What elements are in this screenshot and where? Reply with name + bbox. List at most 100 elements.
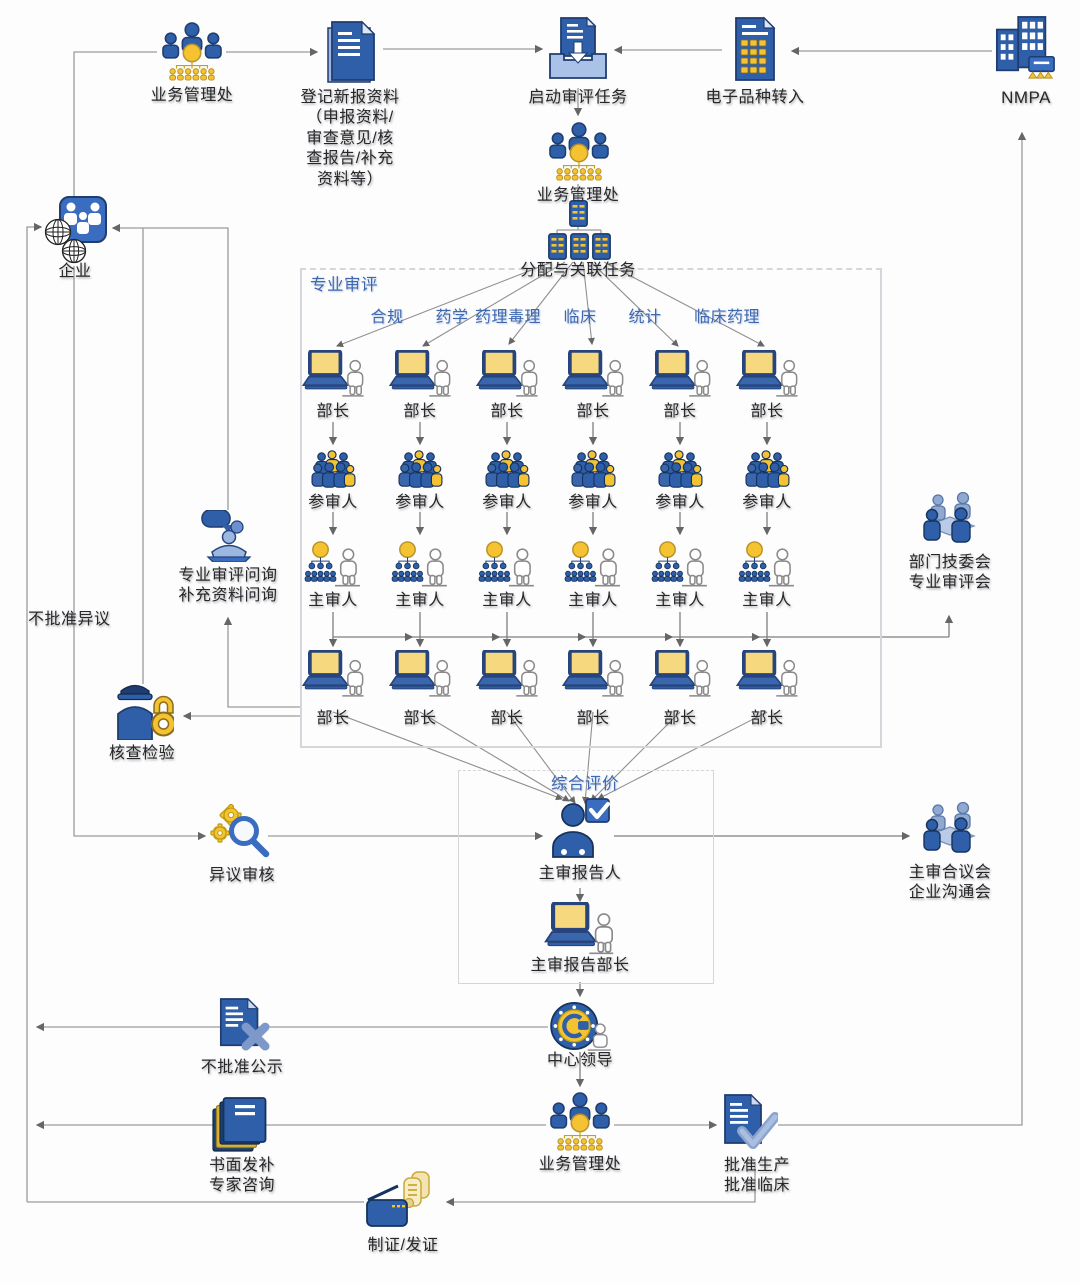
chief-reviewer-label: 主审人 [742,592,792,609]
laptop-person-icon [562,650,624,700]
leader-badge-icon [549,1000,611,1052]
minister-label: 部长 [576,403,610,420]
chief-reviewer-label: 主审人 [568,592,618,609]
people-group-icon [546,122,612,182]
chief-reviewer-icon [304,540,362,590]
electronic-transfer-label: 电子品种转入 [705,89,805,106]
biz-office-mid-label: 业务管理处 [536,187,620,204]
laptop-person-icon [302,350,364,400]
fanin-to-rapporteur [332,711,768,805]
minister-label: 部长 [663,710,697,727]
laptop-person-icon [389,650,451,700]
minister-label: 部长 [750,403,784,420]
task-card-icon [592,233,611,260]
reviewer-label: 参审人 [395,494,445,511]
written-supplement-label: 书面发补 专家咨询 [208,1157,276,1195]
enterprise-label: 企业 [58,263,92,280]
objection-review-label: 异议审核 [208,867,276,884]
enterprise-icon [44,196,108,266]
chief-rapporteur-label: 主审报告人 [538,865,622,882]
inspection-label: 核查检验 [108,745,176,762]
chief-reviewer-label: 主审人 [395,592,445,609]
building-icon [992,14,1058,82]
review-box-title: 专业审评 [310,276,378,294]
evaluation-connectors [575,831,911,1088]
task-card-icon [570,233,589,260]
chief-reviewer-label: 主审人 [482,592,532,609]
assign-task-tree [556,184,602,233]
minister-label: 部长 [403,710,437,727]
people-group-icon [159,22,225,82]
inquiry-icon [200,510,256,562]
chief-reviewer-icon [478,540,536,590]
chief-reviewer-icon [391,540,449,590]
laptop-person-icon [389,350,451,400]
chief-reviewer-label: 主审人 [655,592,705,609]
specialty-label: 统计 [628,309,662,326]
professional-review-box [300,268,882,748]
rapporteur-minister-label: 主审报告部长 [530,957,630,974]
document-icon [320,20,380,84]
laptop-person-icon [649,350,711,400]
tech-committee-label: 部门技委会 专业审评会 [908,554,992,592]
center-leader-label: 中心领导 [546,1052,614,1069]
document-grid-icon [726,16,784,82]
document-check-icon [722,1094,778,1152]
meeting-icon [918,492,982,550]
specialty-label: 临床 [563,309,597,326]
biz-office-bottom-label: 业务管理处 [538,1156,622,1173]
crowd-icon [744,450,790,490]
laptop-person-icon [538,902,620,958]
comprehensive-evaluation-box [458,770,714,984]
task-card-icon [548,233,567,260]
review-column-connectors [328,422,954,648]
laptop-person-icon [476,650,538,700]
meeting-icon [918,802,982,860]
laptop-person-icon [476,350,538,400]
chief-reviewer-label: 主审人 [308,592,358,609]
reviewer-label: 参审人 [568,494,618,511]
start-review-label: 启动审评任务 [528,89,628,106]
left-loop-connectors [26,222,548,1202]
chief-reviewer-icon [651,540,709,590]
task-card-icon [569,200,588,227]
approval-connectors [27,131,1027,1207]
person-check-icon [549,798,611,858]
specialty-label: 药学 [435,309,469,326]
certificate-label: 制证/发证 [367,1237,439,1254]
minister-label: 部长 [490,403,524,420]
reviewer-label: 参审人 [742,494,792,511]
reviewer-label: 参审人 [308,494,358,511]
register-docs-label: 登记新报资料（申报资料/审查意见/核查报告/补充资料等） [300,89,400,188]
people-group-icon [547,1092,613,1152]
evaluation-box-title: 综合评价 [551,775,619,793]
laptop-person-icon [649,650,711,700]
minister-label: 部长 [316,403,350,420]
document-download-icon [546,16,610,82]
reviewer-label: 参审人 [482,494,532,511]
laptop-person-icon [736,650,798,700]
inspector-lock-icon [112,682,174,740]
chief-reviewer-icon [738,540,796,590]
crowd-icon [484,450,530,490]
stacked-documents-icon [210,1096,268,1154]
minister-label: 部长 [316,710,350,727]
minister-label: 部长 [750,710,784,727]
reviewer-label: 参审人 [655,494,705,511]
crowd-icon [310,450,356,490]
top-row-connectors [73,44,992,196]
specialty-label: 临床药理 [693,309,761,326]
chief-council-label: 主审合议会 企业沟通会 [908,864,992,902]
document-x-icon [214,998,272,1052]
laptop-person-icon [736,350,798,400]
approval-label: 批准生产 批准临床 [723,1157,791,1195]
assign-tasks-label: 分配与关联任务 [520,262,636,279]
minister-label: 部长 [576,710,610,727]
fanout-to-specialties [336,261,765,348]
no-approval-objection-label: 不批准异议 [28,611,111,628]
specialty-label: 合规 [370,309,404,326]
minister-label: 部长 [663,403,697,420]
laptop-person-icon [302,650,364,700]
